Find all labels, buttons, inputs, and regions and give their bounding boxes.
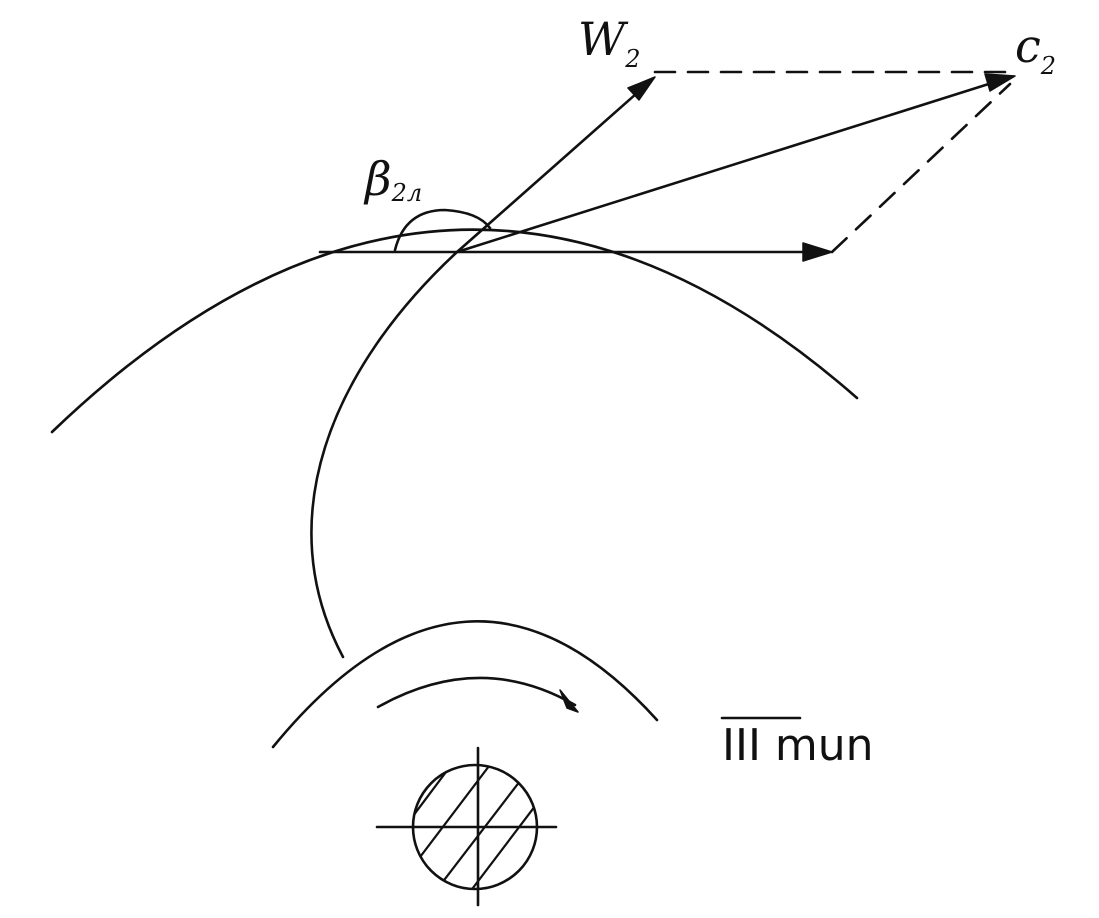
hub-arc bbox=[271, 620, 659, 749]
stage-label: III mun bbox=[722, 720, 874, 771]
c2-arrow-head bbox=[984, 73, 1016, 92]
c2-label: c2 bbox=[1015, 19, 1056, 80]
blade-curve bbox=[310, 250, 459, 659]
w2-vector bbox=[455, 84, 647, 254]
w2-label: W2 bbox=[578, 12, 641, 73]
dashed-u2-to-c2 bbox=[830, 82, 1012, 254]
impeller-outer-arc bbox=[50, 228, 859, 434]
rotation-arrow-head bbox=[559, 689, 579, 713]
beta-label: β2л bbox=[363, 152, 422, 207]
u2-arrow-head bbox=[802, 242, 833, 262]
beta-angle-arc bbox=[393, 208, 492, 252]
w2-arrow-head bbox=[627, 76, 656, 101]
c2-vector bbox=[455, 80, 997, 254]
rotation-arrow-arc bbox=[376, 676, 577, 709]
